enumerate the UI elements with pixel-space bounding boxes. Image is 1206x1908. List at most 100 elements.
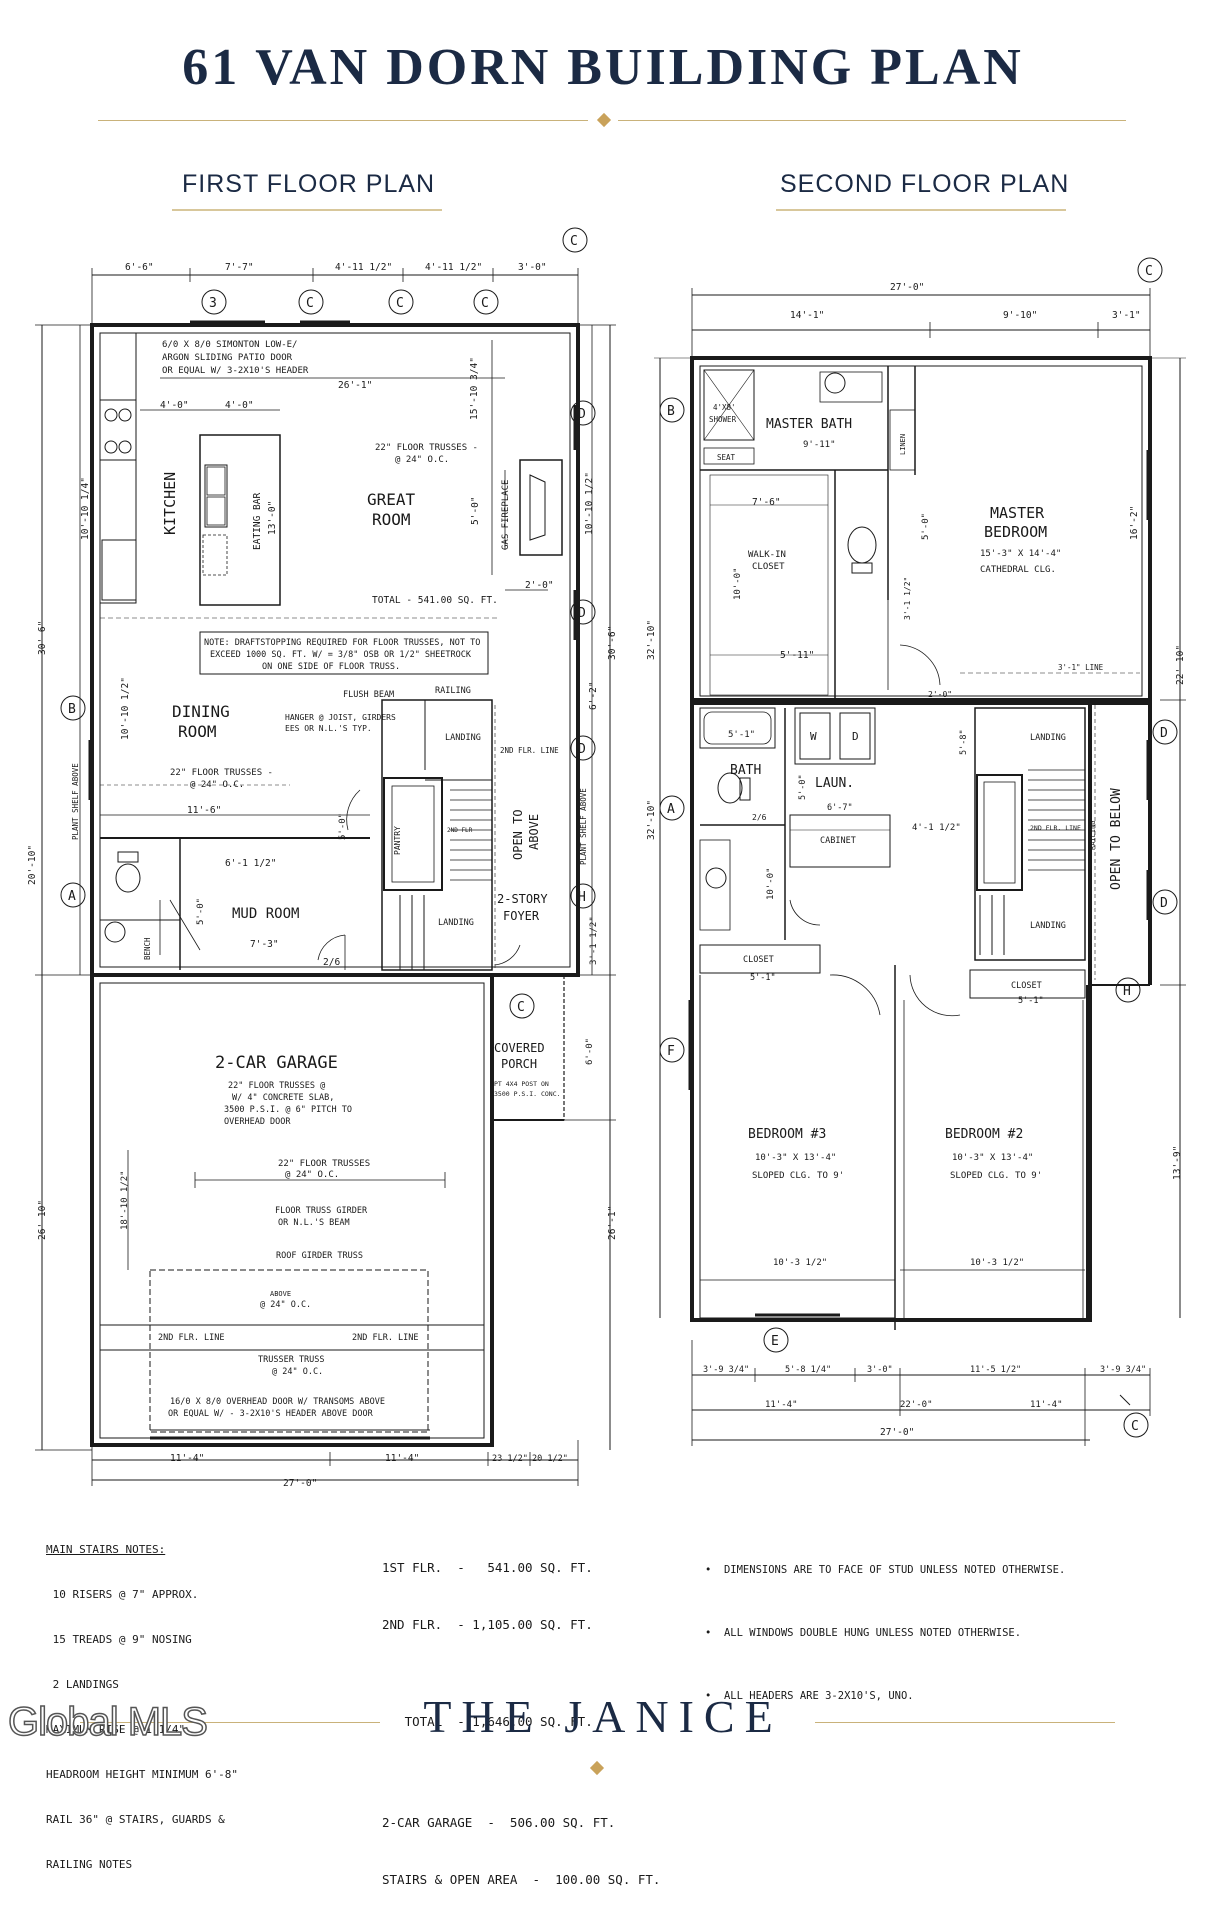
- shower-2: SHOWER: [709, 415, 737, 424]
- porch-post-2: 3500 P.S.I. CONC.: [494, 1090, 561, 1098]
- area-line-6: 2-CAR GARAGE - 506.00 SQ. FT.: [382, 1815, 616, 1830]
- line-3: 3'-1" LINE: [1058, 663, 1104, 672]
- bench-label: BENCH: [143, 937, 152, 960]
- dim-island-1: 4'-0": [160, 400, 189, 411]
- s-dim-100b: 10'-0": [766, 867, 776, 900]
- stair-note-6: RAIL 36" @ STAIRS, GUARDS &: [46, 1813, 225, 1826]
- hanger-2: EES OR N.L.'S TYP.: [285, 724, 372, 733]
- dim-bottom-3: 23 1/2": [492, 1454, 528, 1464]
- title-rule-left: [98, 120, 588, 121]
- second-floor-heading-rule: [776, 209, 1066, 211]
- foyer-2: FOYER: [503, 909, 540, 923]
- marker-b: B: [68, 702, 76, 717]
- laun-label: LAUN.: [815, 776, 854, 791]
- dim-island-2: 4'-0": [225, 400, 254, 411]
- marker-c4: C: [570, 234, 578, 249]
- s-dim-67: 6'-7": [827, 803, 853, 813]
- landing-s-1: LANDING: [1030, 733, 1066, 743]
- covered-porch-1: COVERED: [494, 1041, 545, 1055]
- marker-d1: D: [578, 407, 586, 422]
- s-dim-top-3: 3'-1": [1112, 310, 1141, 321]
- s-dim-51: 5'-1": [728, 730, 755, 740]
- s-dim-3210-left: 32'-10": [646, 620, 657, 660]
- trusser-2: @ 24" O.C.: [272, 1367, 323, 1377]
- s-dim-1312: 10'-3 1/2": [773, 1258, 827, 1268]
- above-2: @ 24" O.C.: [260, 1300, 311, 1310]
- patio-note-1: 6/0 X 8/0 SIMONTON LOW-E/: [162, 340, 297, 350]
- marker-a: A: [68, 889, 76, 904]
- dim-total-first: 27'-0": [283, 1478, 317, 1489]
- s-dim-51b: 5'-1": [750, 973, 776, 983]
- s-dim-3210-left2: 32'-10": [646, 800, 657, 840]
- great-room-1: GREAT: [367, 490, 416, 509]
- gas-fireplace: GAS FIREPLACE: [501, 480, 511, 550]
- dim-top-2: 7'-7": [225, 262, 254, 273]
- s-marker-b: B: [667, 404, 675, 419]
- closet-s-1: CLOSET: [743, 955, 774, 965]
- stair-2nd: 2ND FLR: [447, 827, 473, 834]
- s-marker-d2: D: [1160, 896, 1168, 911]
- bed2-clg: SLOPED CLG. TO 9': [950, 1171, 1042, 1181]
- pantry-label: PANTRY: [393, 826, 402, 855]
- stair-note-4: MAXIMUM RISE @ 1 1/4": [46, 1723, 186, 1736]
- girder-1: FLOOR TRUSS GIRDER: [275, 1206, 368, 1216]
- s-dim-51c: 5'-1": [1018, 996, 1044, 1006]
- trusser-1: TRUSSER TRUSS: [258, 1355, 325, 1365]
- stair-note-5: HEADROOM HEIGHT MINIMUM 6'-8": [46, 1768, 239, 1781]
- cabinet-label: CABINET: [820, 836, 856, 846]
- area-line-2: 2ND FLR. - 1,105.00 SQ. FT.: [382, 1617, 593, 1632]
- s-dim-bb-2: 22'-0": [900, 1400, 933, 1410]
- s-dim-ba-1: 3'-9 3/4": [703, 1365, 749, 1375]
- open-below: OPEN TO BELOW: [1109, 788, 1124, 890]
- linen-label: LINEN: [899, 434, 907, 455]
- dim-bottom-4: 20 1/2": [532, 1454, 568, 1464]
- seat-label: SEAT: [717, 453, 736, 462]
- second-floor-heading: SECOND FLOOR PLAN: [780, 170, 1070, 198]
- porch-post-1: PT 4X4 POST ON: [494, 1080, 549, 1088]
- s-dim-58: 5'-8": [959, 729, 969, 755]
- second-line: 2ND FLR. LINE: [1030, 824, 1081, 832]
- dim-1810: 18'-10 1/2": [120, 1170, 130, 1230]
- s-dim-911: 9'-11": [803, 440, 836, 450]
- s-dim-total-top: 27'-0": [890, 282, 924, 293]
- area-line-4: TOTAL - 1,646.00 SQ. FT.: [382, 1714, 593, 1729]
- dim-1010-left: 10'-10 1/4": [80, 477, 91, 540]
- dim-1510: 15'-10 3/4": [469, 357, 480, 420]
- dim-73: 7'-3": [250, 939, 279, 950]
- first-floor-plan: [35, 268, 616, 1486]
- trusses-gr-2: @ 24" O.C.: [395, 455, 449, 465]
- trusses-gr-1: 22" FLOOR TRUSSES -: [375, 443, 478, 453]
- page-title: 61 VAN DORN BUILDING PLAN: [182, 39, 1024, 96]
- bed3-size: 10'-3" X 13'-4": [755, 1153, 836, 1163]
- total-first: TOTAL - 541.00 SQ. FT.: [372, 595, 498, 606]
- dim-1010-right: 10'-10 1/2": [584, 472, 595, 535]
- s-dim-162: 16'-2": [1129, 506, 1140, 540]
- dim-top-4: 4'-11 1/2": [425, 262, 482, 273]
- general-notes: • DIMENSIONS ARE TO FACE OF STUD UNLESS …: [705, 1518, 1065, 1728]
- railing-first: RAILING: [435, 686, 471, 696]
- s-dim-26: 2/6: [752, 813, 767, 822]
- covered-porch-2: PORCH: [501, 1057, 537, 1071]
- dim-62: 6'-2": [588, 681, 599, 710]
- master-bed-1: MASTER: [990, 504, 1045, 522]
- plant-shelf: PLANT SHELF ABOVE: [71, 763, 80, 840]
- s-dim-top-2: 9'-10": [1003, 310, 1037, 321]
- title-rule-right: [618, 120, 1126, 121]
- above-1: ABOVE: [270, 1290, 291, 1298]
- garage-line-left: 2ND FLR. LINE: [158, 1333, 225, 1343]
- great-room-2: ROOM: [372, 510, 411, 529]
- s-dim-4112: 4'-1 1/2": [912, 823, 961, 833]
- bed3-label: BEDROOM #3: [748, 1127, 826, 1142]
- open-above-1: OPEN TO: [511, 809, 525, 860]
- master-bed-2: BEDROOM: [984, 523, 1047, 541]
- dim-top-1: 6'-6": [125, 262, 154, 273]
- washer-label: W: [810, 730, 817, 743]
- dim-bottom-1: 11'-4": [170, 1453, 204, 1464]
- stair-notes-title: MAIN STAIRS NOTES:: [46, 1543, 166, 1556]
- floor-plan-drawing: 3 C C C C D D D B A H C 6'-6" 7'-7" 4'-1…: [27, 227, 1186, 1489]
- s-dim-3112: 3'-1 1/2": [903, 577, 912, 620]
- garage-line-right: 2ND FLR. LINE: [352, 1333, 419, 1343]
- trusses-dr-1: 22" FLOOR TRUSSES -: [170, 768, 273, 778]
- marker-d3: D: [578, 742, 586, 757]
- garage-spec-2: W/ 4" CONCRETE SLAB,: [232, 1093, 334, 1103]
